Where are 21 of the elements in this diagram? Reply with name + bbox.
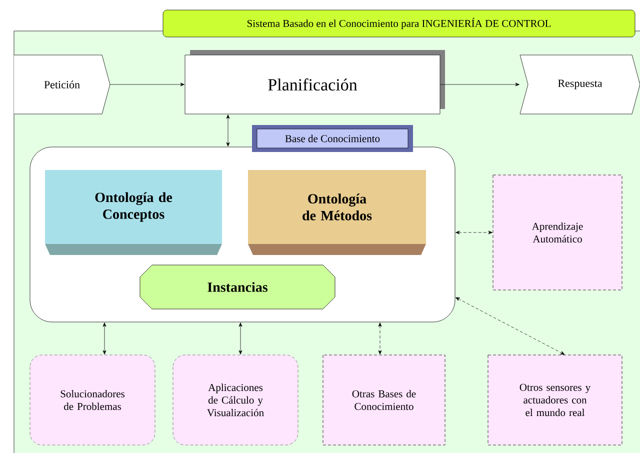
arrow <box>455 297 565 355</box>
arrow <box>102 322 106 354</box>
arrow <box>378 322 382 354</box>
chevron-box: Petición <box>14 54 110 114</box>
chevron-box: Respuesta <box>520 54 640 114</box>
arrow <box>440 82 520 86</box>
octagon-box: Instancias <box>140 264 336 310</box>
arrow <box>110 82 184 86</box>
ontology-block: Ontología de Métodos <box>248 170 426 255</box>
node-label: Base de Conocimiento <box>285 134 380 142</box>
dashed-box: Otras Bases de Conocimiento <box>322 354 446 446</box>
title-tab: Sistema Basado en el Conocimiento para INGENIERÍA DE CONTROL <box>162 10 636 38</box>
arrow <box>456 230 492 234</box>
dashed-box: Otros sensores y actuadores con el mundo real <box>488 354 622 446</box>
dashed-rounded-box: Aplicaciones de Cálculo y Visualización <box>172 354 298 446</box>
arrow <box>226 114 230 146</box>
arrow <box>238 322 242 354</box>
process-box: Planificación <box>184 50 445 114</box>
dashed-rounded-box: Solucionadores de Problemas <box>30 354 156 446</box>
dashed-box: Aprendizaje Automático <box>492 174 622 290</box>
ontology-block: Ontología de Conceptos <box>45 170 222 255</box>
